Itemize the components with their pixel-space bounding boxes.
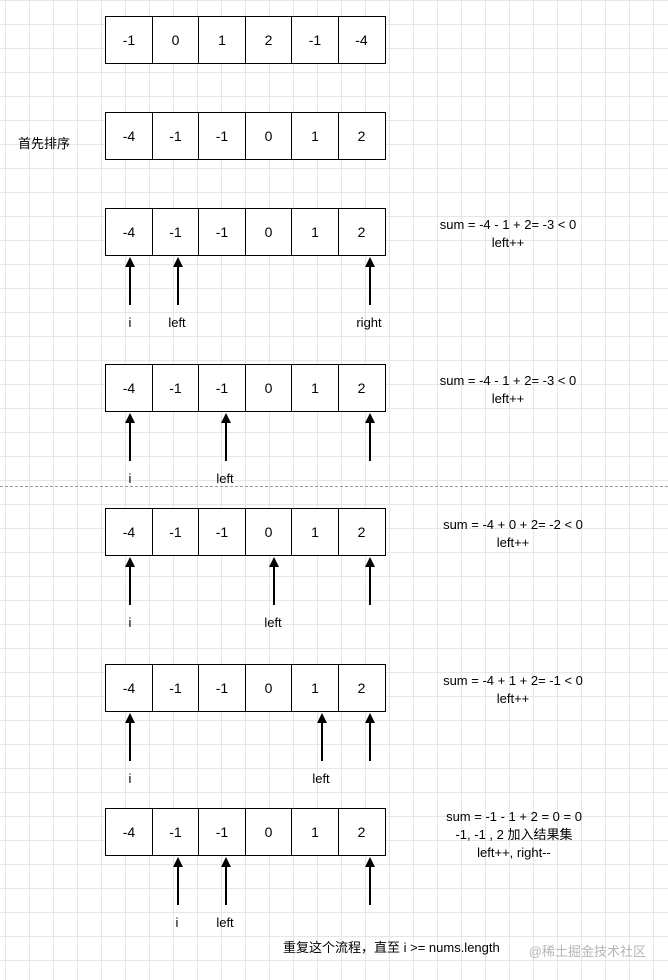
array-cell: 2 bbox=[337, 112, 386, 160]
array-cell: 2 bbox=[337, 208, 386, 256]
array-cell: 1 bbox=[291, 808, 339, 856]
pointer-label-left: left bbox=[312, 771, 330, 786]
array-cell: -1 bbox=[151, 208, 200, 256]
footer-note: 重复这个流程，直至 i >= nums.length bbox=[283, 940, 500, 955]
separator-dashed-line bbox=[0, 486, 668, 487]
array-cell: -1 bbox=[198, 508, 246, 556]
note-line: sum = -4 + 0 + 2= -2 < 0 bbox=[443, 517, 583, 532]
array-cell: 0 bbox=[244, 808, 293, 856]
array-cell: 1 bbox=[291, 508, 339, 556]
note-line: sum = -1 - 1 + 2 = 0 = 0 bbox=[446, 809, 582, 824]
pointer-label-left: left bbox=[168, 315, 186, 330]
pointer-arrow bbox=[125, 713, 134, 761]
array-sorted: -4 -1 -1 0 1 2 bbox=[105, 112, 386, 160]
pointer-arrow bbox=[173, 257, 182, 305]
array-cell: 0 bbox=[151, 16, 200, 64]
pointer-arrow bbox=[365, 857, 374, 905]
sum-note: sum = -4 - 1 + 2= -3 < 0 left++ bbox=[440, 216, 577, 252]
pointer-arrow bbox=[269, 557, 278, 605]
pointer-arrow bbox=[365, 557, 374, 605]
watermark: @稀土掘金技术社区 bbox=[528, 944, 646, 959]
note-line: left++ bbox=[491, 235, 525, 250]
sum-note: sum = -4 - 1 + 2= -3 < 0 left++ bbox=[440, 372, 577, 408]
array-cell: 0 bbox=[244, 112, 293, 160]
array-cell: -4 bbox=[337, 16, 386, 64]
array-cell: -1 bbox=[198, 664, 246, 712]
array-original: -1 0 1 2 -1 -4 bbox=[105, 16, 386, 64]
array-step-3: -4 -1 -1 0 1 2 bbox=[105, 508, 386, 556]
note-line: sum = -4 + 1 + 2= -1 < 0 bbox=[443, 673, 583, 688]
pointer-label-i: i bbox=[128, 771, 132, 786]
pointer-label-left: left bbox=[216, 471, 234, 486]
note-line: left++ bbox=[491, 391, 525, 406]
array-step-2: -4 -1 -1 0 1 2 bbox=[105, 364, 386, 412]
pointer-label-left: left bbox=[216, 915, 234, 930]
array-cell: -4 bbox=[105, 808, 153, 856]
note-line: -1, -1 , 2 加入结果集 bbox=[455, 827, 573, 842]
array-cell: -1 bbox=[151, 364, 200, 412]
array-cell: 2 bbox=[337, 664, 386, 712]
array-cell: 0 bbox=[244, 364, 293, 412]
array-cell: -4 bbox=[105, 508, 153, 556]
array-cell: 0 bbox=[244, 664, 293, 712]
pointer-arrow bbox=[173, 857, 182, 905]
array-step-4: -4 -1 -1 0 1 2 bbox=[105, 664, 386, 712]
array-cell: -4 bbox=[105, 364, 153, 412]
array-cell: 1 bbox=[198, 16, 246, 64]
array-step-5: -4 -1 -1 0 1 2 bbox=[105, 808, 386, 856]
sum-note: sum = -4 + 1 + 2= -1 < 0 left++ bbox=[443, 672, 583, 708]
array-cell: -1 bbox=[151, 508, 200, 556]
pointer-arrow bbox=[365, 413, 374, 461]
array-cell: 0 bbox=[244, 208, 293, 256]
array-cell: -1 bbox=[151, 808, 200, 856]
array-cell: 1 bbox=[291, 664, 339, 712]
pointer-arrow bbox=[365, 713, 374, 761]
note-line: left++ bbox=[496, 691, 530, 706]
array-cell: -1 bbox=[291, 16, 339, 64]
pointer-arrow bbox=[221, 857, 230, 905]
pointer-label-left: left bbox=[264, 615, 282, 630]
sort-label: 首先排序 bbox=[18, 136, 71, 151]
array-cell: -1 bbox=[105, 16, 153, 64]
array-cell: 0 bbox=[244, 508, 293, 556]
pointer-label-i: i bbox=[128, 471, 132, 486]
note-line: sum = -4 - 1 + 2= -3 < 0 bbox=[439, 373, 577, 388]
note-line: left++, right-- bbox=[477, 845, 551, 860]
array-cell: 1 bbox=[291, 364, 339, 412]
array-cell: 2 bbox=[337, 508, 386, 556]
array-cell: -1 bbox=[198, 208, 246, 256]
array-cell: -4 bbox=[105, 112, 153, 160]
note-line: sum = -4 - 1 + 2= -3 < 0 bbox=[439, 217, 577, 232]
pointer-label-right: right bbox=[356, 315, 382, 330]
array-cell: 2 bbox=[337, 364, 386, 412]
array-cell: 1 bbox=[291, 112, 339, 160]
array-cell: -1 bbox=[198, 364, 246, 412]
pointer-arrow bbox=[125, 557, 134, 605]
pointer-arrow bbox=[221, 413, 230, 461]
array-step-1: -4 -1 -1 0 1 2 bbox=[105, 208, 386, 256]
array-cell: -1 bbox=[151, 664, 200, 712]
array-cell: 2 bbox=[337, 808, 386, 856]
array-cell: 2 bbox=[244, 16, 293, 64]
pointer-label-i: i bbox=[128, 615, 132, 630]
pointer-label-i: i bbox=[175, 915, 179, 930]
sum-note: sum = -4 + 0 + 2= -2 < 0 left++ bbox=[443, 516, 583, 552]
array-cell: -1 bbox=[151, 112, 200, 160]
array-cell: -1 bbox=[198, 808, 246, 856]
array-cell: -4 bbox=[105, 208, 153, 256]
pointer-arrow bbox=[365, 257, 374, 305]
pointer-label-i: i bbox=[128, 315, 132, 330]
note-line: left++ bbox=[496, 535, 530, 550]
pointer-arrow bbox=[125, 413, 134, 461]
sum-note: sum = -1 - 1 + 2 = 0 = 0 -1, -1 , 2 加入结果… bbox=[446, 808, 582, 862]
pointer-arrow bbox=[317, 713, 326, 761]
pointer-arrow bbox=[125, 257, 134, 305]
array-cell: -1 bbox=[198, 112, 246, 160]
array-cell: -4 bbox=[105, 664, 153, 712]
array-cell: 1 bbox=[291, 208, 339, 256]
